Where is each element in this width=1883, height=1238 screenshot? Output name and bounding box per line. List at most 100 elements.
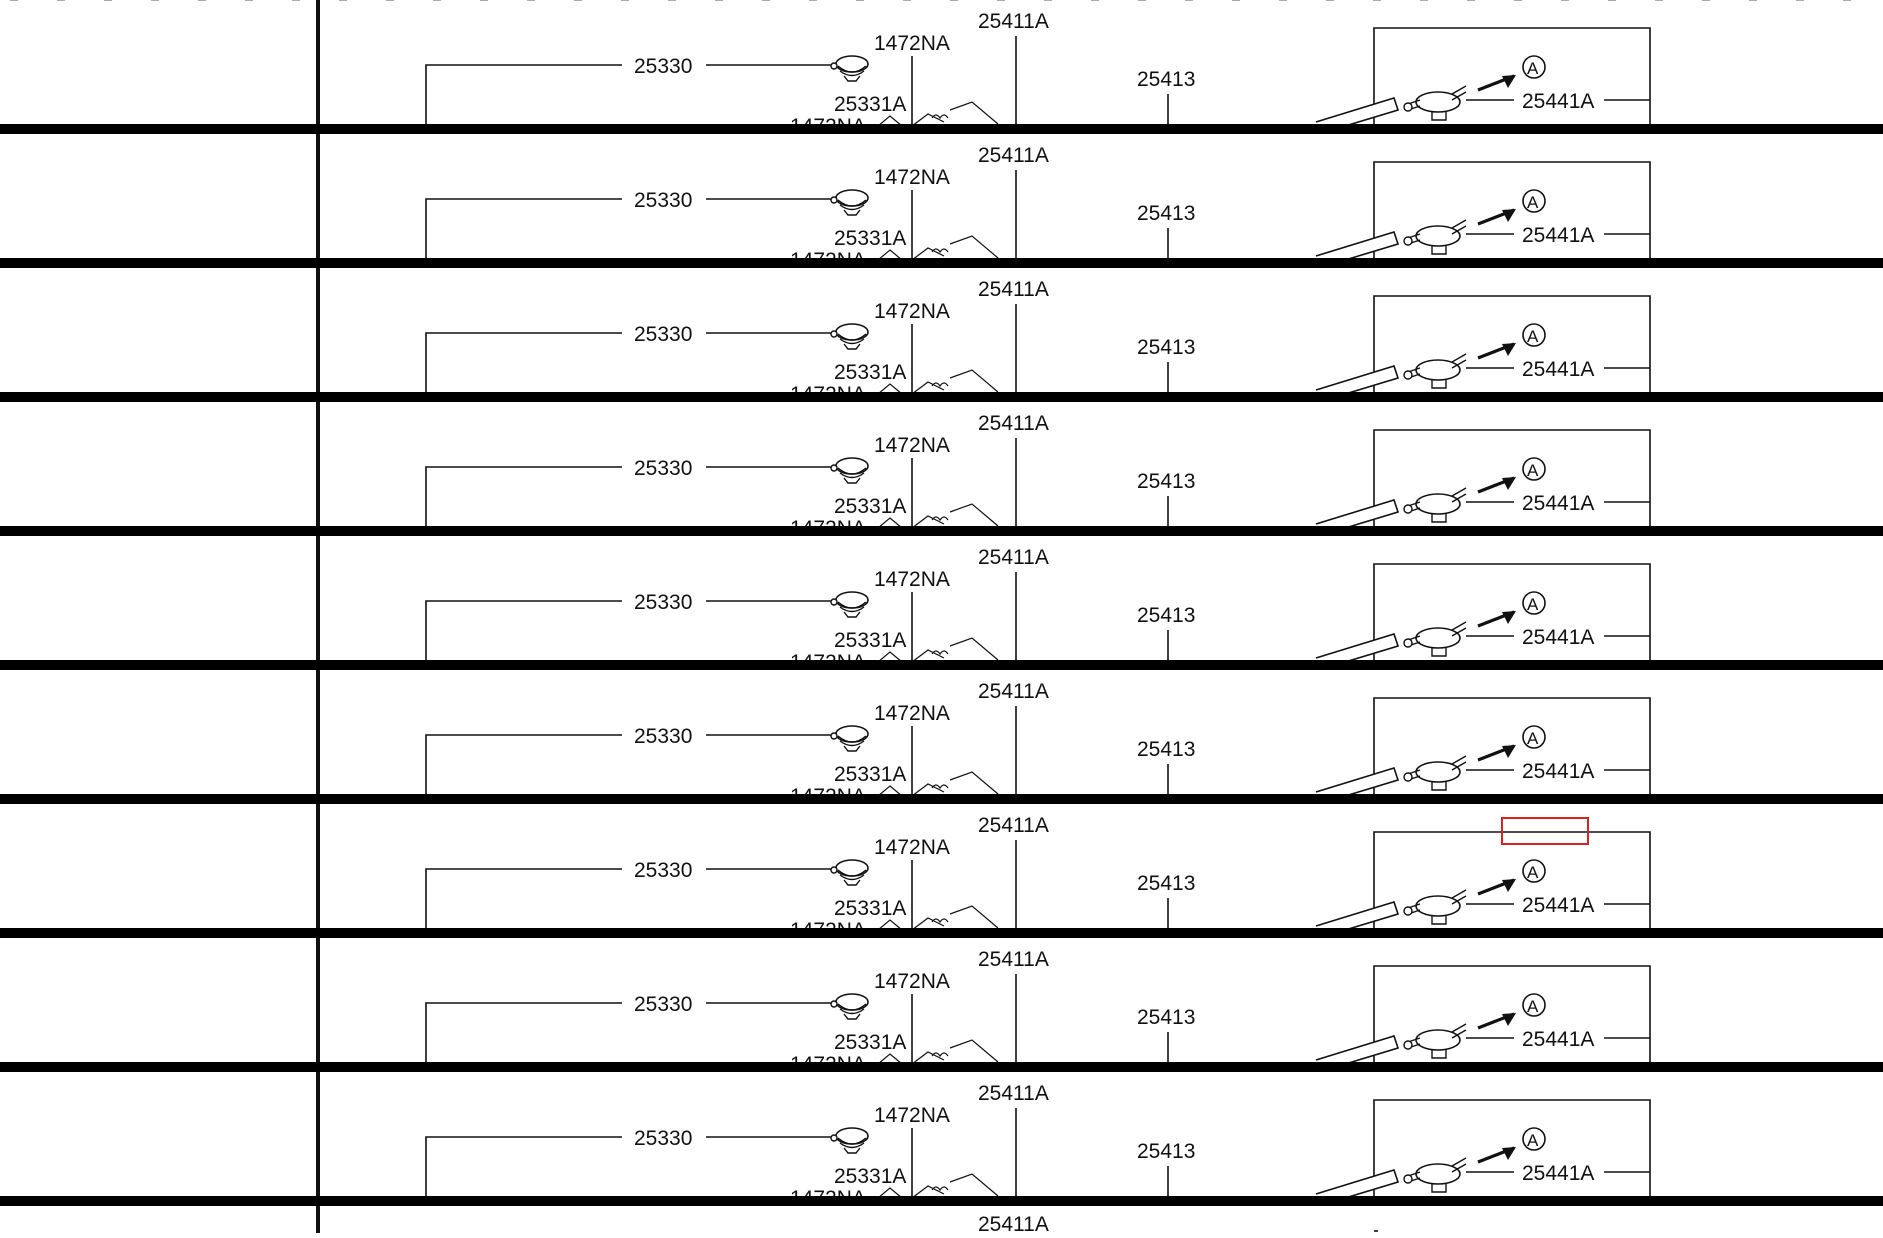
detail-box <box>1373 27 1651 124</box>
label-25441a: 25441A <box>1522 358 1594 381</box>
diagram-strip: 253301472NA25411A25331A1472NA25413A25441… <box>0 814 1883 942</box>
strip-separator-band <box>0 124 1883 134</box>
label-25330: 25330 <box>634 591 692 614</box>
reference-arrow-head <box>1502 1013 1516 1026</box>
radiator-cap-icon <box>830 591 869 618</box>
reference-mark-a: A <box>1527 595 1539 614</box>
spring-clip-icon <box>931 918 949 924</box>
label-25411a: 25411A <box>978 680 1049 703</box>
reference-mark-a-circle <box>1522 1127 1546 1151</box>
label-25441a: 25441A <box>1522 760 1594 783</box>
spring-clip-icon <box>931 650 949 656</box>
detail-box <box>1373 295 1651 392</box>
hose-leader-line <box>425 1136 622 1196</box>
hose-fragment <box>877 905 999 931</box>
strip-separator-band <box>0 928 1883 938</box>
label-1472na-top: 1472NA <box>874 166 950 189</box>
label-25330: 25330 <box>634 1127 692 1150</box>
hose-leader-line <box>425 1002 622 1062</box>
reference-mark-a: A <box>1527 193 1539 212</box>
label-25413: 25413 <box>1137 1006 1195 1029</box>
hose-leader-line <box>425 64 622 124</box>
reference-arrow-head <box>1502 611 1516 624</box>
drain-fitting-icon <box>1403 621 1467 657</box>
label-25413: 25413 <box>1137 68 1195 91</box>
strip-separator-band <box>0 660 1883 670</box>
hose-fragment <box>877 637 999 663</box>
strip-separator-band <box>0 258 1883 268</box>
diagram-strip: 253301472NA25411A25331A1472NA25413A25441… <box>0 1082 1883 1210</box>
reference-arrow-head <box>1502 209 1516 222</box>
strip-separator-band <box>0 526 1883 536</box>
label-1472na-top: 1472NA <box>874 836 950 859</box>
reference-arrow-head <box>1502 477 1516 490</box>
label-25330: 25330 <box>634 55 692 78</box>
label-1472na-top: 1472NA <box>874 970 950 993</box>
reference-mark-a-circle <box>1522 591 1546 615</box>
diagram-strip: 253301472NA25411A25331A1472NA25413A25441… <box>0 10 1883 138</box>
label-1472na-top: 1472NA <box>874 702 950 725</box>
label-25413: 25413 <box>1137 336 1195 359</box>
reference-mark-a: A <box>1527 327 1539 346</box>
reference-arrow-head <box>1502 879 1516 892</box>
label-25413: 25413 <box>1137 604 1195 627</box>
label-25331a: 25331A <box>834 763 906 786</box>
label-25331a: 25331A <box>834 93 906 116</box>
label-25411a: 25411A <box>978 412 1049 435</box>
label-25330: 25330 <box>634 859 692 882</box>
reference-mark-a-circle <box>1522 323 1546 347</box>
reference-mark-a: A <box>1527 461 1539 480</box>
detail-box <box>1373 965 1651 1062</box>
label-25441a: 25441A <box>1522 1162 1594 1185</box>
hose-fragment <box>877 101 999 127</box>
spring-clip-icon <box>931 248 949 254</box>
diagram-strip: 253301472NA25411A25331A1472NA25413A25441… <box>0 278 1883 406</box>
label-25411a-partial: 25411A <box>978 1213 1049 1233</box>
label-25330: 25330 <box>634 323 692 346</box>
hose-fragment <box>877 1039 999 1065</box>
label-25330: 25330 <box>634 189 692 212</box>
label-25411a: 25411A <box>978 144 1049 167</box>
radiator-cap-icon <box>830 859 869 886</box>
reference-arrow-head <box>1502 343 1516 356</box>
diagram-strip: 253301472NA25411A25331A1472NA25413A25441… <box>0 144 1883 272</box>
label-25441a: 25441A <box>1522 90 1594 113</box>
detail-box <box>1373 697 1651 794</box>
reference-arrow-head <box>1502 1147 1516 1160</box>
spring-clip-icon <box>931 382 949 388</box>
label-25413: 25413 <box>1137 470 1195 493</box>
reference-mark-a-circle <box>1522 189 1546 213</box>
detail-box <box>1373 161 1651 258</box>
label-25441a: 25441A <box>1522 626 1594 649</box>
drain-fitting-icon <box>1403 85 1467 121</box>
drain-fitting-icon <box>1403 353 1467 389</box>
label-1472na-top: 1472NA <box>874 434 950 457</box>
label-25441a: 25441A <box>1522 492 1594 515</box>
label-25331a: 25331A <box>834 495 906 518</box>
hose-leader-line <box>425 198 622 258</box>
hose-fragment <box>877 1173 999 1199</box>
drain-fitting-icon <box>1403 755 1467 791</box>
label-1472na-top: 1472NA <box>874 32 950 55</box>
spring-clip-icon <box>931 1186 949 1192</box>
label-25331a: 25331A <box>834 227 906 250</box>
highlight-box <box>1501 817 1589 845</box>
reference-mark-a-circle <box>1522 55 1546 79</box>
reference-mark-a-circle <box>1522 859 1546 883</box>
hose-fragment <box>877 503 999 529</box>
drain-fitting-icon <box>1403 889 1467 925</box>
hose-fragment <box>877 235 999 261</box>
reference-mark-a: A <box>1527 729 1539 748</box>
drain-fitting-icon <box>1403 1157 1467 1193</box>
hose-leader-line <box>425 600 622 660</box>
label-25411a: 25411A <box>978 948 1049 971</box>
diagram-strip: 253301472NA25411A25331A1472NA25413A25441… <box>0 412 1883 540</box>
label-25411a: 25411A <box>978 546 1049 569</box>
strip-separator-band <box>0 1062 1883 1072</box>
label-25331a: 25331A <box>834 361 906 384</box>
detail-box <box>1373 831 1651 928</box>
reference-mark-a: A <box>1527 863 1539 882</box>
label-25413: 25413 <box>1137 872 1195 895</box>
